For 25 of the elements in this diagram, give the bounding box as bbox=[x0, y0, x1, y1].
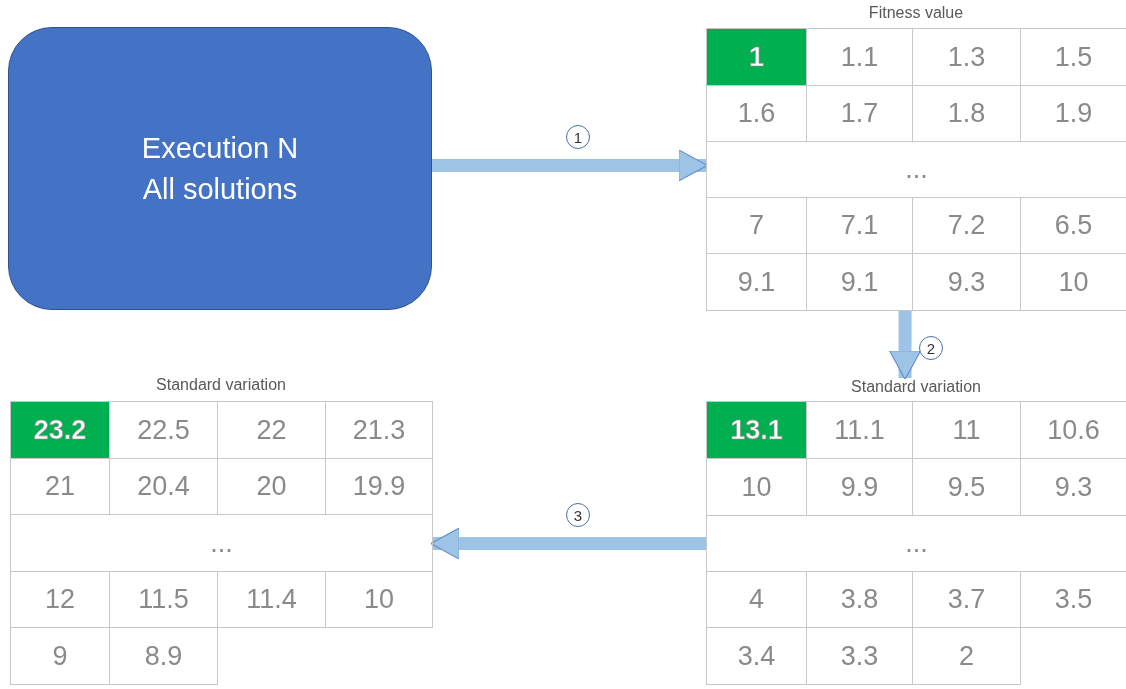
table-heading: Fitness value bbox=[867, 4, 965, 23]
table-cell: ... bbox=[10, 514, 433, 572]
step-number: 2 bbox=[919, 336, 943, 360]
box-label: Execution N All solutions bbox=[140, 130, 300, 207]
table-cell: 9 bbox=[10, 627, 110, 685]
table-cell: 1 bbox=[706, 28, 807, 86]
table-cell: 8.9 bbox=[109, 627, 218, 685]
data-table bbox=[706, 378, 1126, 684]
data-table bbox=[10, 376, 432, 684]
block-arrow bbox=[888, 310, 922, 380]
table-cell: 21.3 bbox=[325, 401, 433, 459]
table-heading: Standard variation bbox=[155, 376, 287, 395]
step-number: 1 bbox=[566, 125, 590, 149]
table-cell: 23.2 bbox=[10, 401, 110, 459]
table-cell: 13.1 bbox=[706, 401, 807, 459]
table-cell: 9.1 bbox=[706, 253, 807, 311]
block-arrow bbox=[432, 149, 708, 182]
step-number: 3 bbox=[566, 503, 590, 527]
table-cell: 10 bbox=[325, 571, 433, 628]
table-cell: 3.4 bbox=[706, 627, 807, 685]
block-arrow bbox=[430, 527, 706, 560]
process-box bbox=[8, 27, 432, 310]
table-cell: 2 bbox=[912, 627, 1021, 685]
table-heading: Standard variation bbox=[850, 378, 982, 397]
data-table bbox=[706, 4, 1126, 310]
